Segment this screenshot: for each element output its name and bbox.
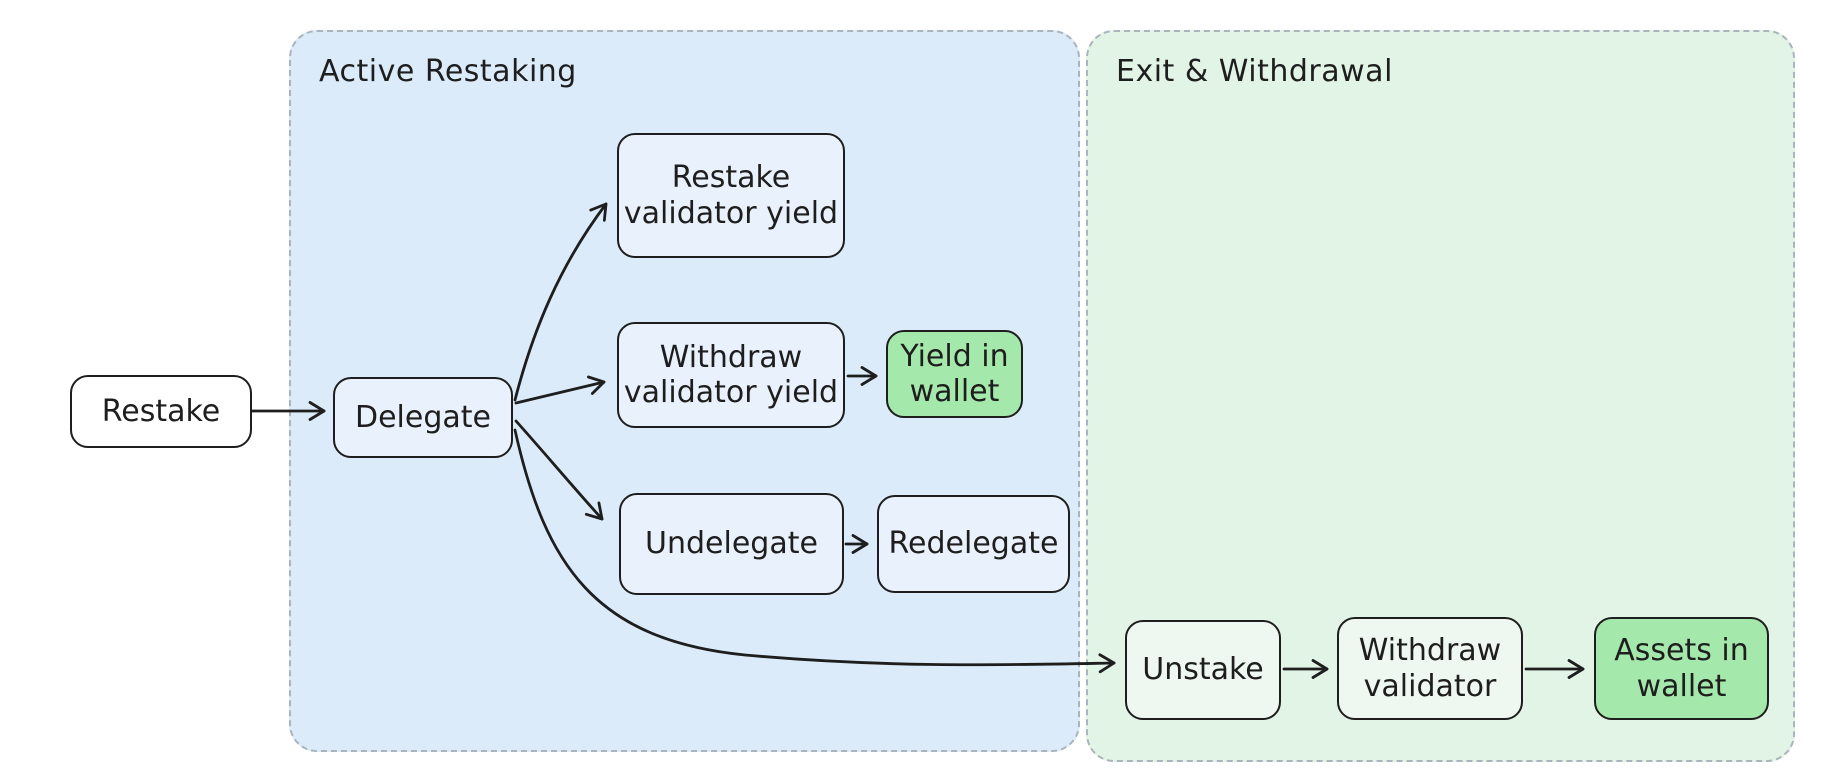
node-delegate[interactable]: Delegate [333, 377, 513, 458]
node-restake-validator-yield[interactable]: Restake validator yield [617, 133, 845, 258]
node-delegate-label: Delegate [355, 399, 491, 435]
node-withdraw-validator[interactable]: Withdraw validator [1337, 617, 1523, 720]
node-undelegate-label: Undelegate [645, 526, 818, 562]
node-assets-in-wallet-label: Assets in wallet [1614, 633, 1749, 704]
node-redelegate[interactable]: Redelegate [877, 495, 1070, 593]
node-redelegate-label: Redelegate [888, 526, 1059, 562]
group-active-restaking-label: Active Restaking [319, 54, 577, 89]
node-restake-label: Restake [101, 393, 221, 429]
node-yield-in-wallet[interactable]: Yield in wallet [886, 330, 1023, 418]
group-exit-withdrawal-label: Exit & Withdrawal [1116, 54, 1393, 89]
node-unstake[interactable]: Unstake [1125, 620, 1281, 720]
node-withdraw-validator-yield-label: Withdraw validator yield [623, 339, 839, 410]
node-unstake-label: Unstake [1142, 652, 1264, 688]
node-withdraw-validator-yield[interactable]: Withdraw validator yield [617, 322, 845, 428]
node-restake[interactable]: Restake [70, 375, 252, 448]
node-assets-in-wallet[interactable]: Assets in wallet [1594, 617, 1769, 720]
node-withdraw-validator-label: Withdraw validator [1358, 633, 1502, 704]
node-restake-validator-yield-label: Restake validator yield [623, 160, 839, 231]
node-undelegate[interactable]: Undelegate [619, 493, 844, 595]
node-yield-in-wallet-label: Yield in wallet [900, 338, 1009, 409]
